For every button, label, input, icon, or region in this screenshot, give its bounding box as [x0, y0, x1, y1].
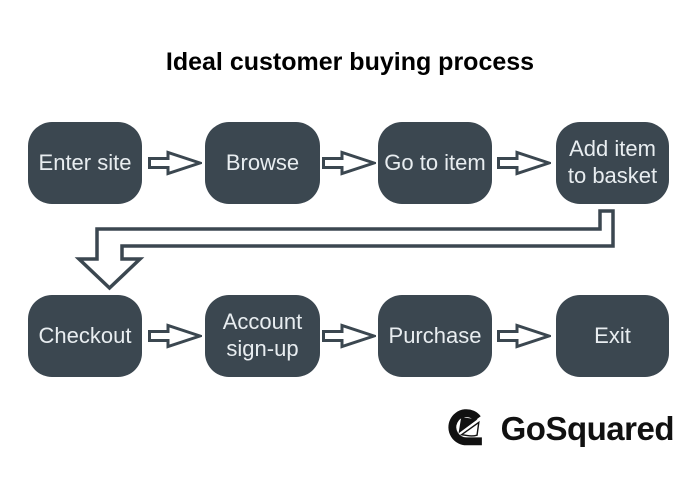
flow-step-label: Exit	[594, 322, 631, 348]
flow-step-label: Go to item	[384, 149, 486, 175]
flow-step-label: Browse	[225, 149, 300, 175]
flow-step-label: Purchase	[388, 322, 482, 348]
arrow-right-icon	[322, 150, 376, 176]
flow-step-label: Add item to basket	[567, 136, 658, 188]
gosquared-logo-text: GoSquared	[500, 410, 675, 447]
page-title: Ideal customer buying process	[165, 48, 535, 76]
arrow-right-icon	[497, 323, 551, 349]
flow-step-label: Account sign-up	[222, 309, 303, 361]
flow-step-go-to-item: Go to item	[378, 122, 492, 204]
flow-step-label: Checkout	[38, 322, 132, 348]
flow-step-label: Enter site	[38, 149, 132, 175]
gosquared-logo: GoSquared	[448, 406, 675, 452]
flow-step-add-item-to-basket: Add item to basket	[556, 122, 669, 204]
flow-step-account-sign-up: Account sign-up	[205, 295, 320, 377]
flow-step-purchase: Purchase	[378, 295, 492, 377]
flow-step-checkout: Checkout	[28, 295, 142, 377]
arrow-right-icon	[148, 150, 202, 176]
flow-step-enter-site: Enter site	[28, 122, 142, 204]
arrow-right-icon	[148, 323, 202, 349]
gosquared-g-icon	[448, 409, 482, 446]
flow-step-browse: Browse	[205, 122, 320, 204]
flow-step-exit: Exit	[556, 295, 669, 377]
arrow-right-icon	[322, 323, 376, 349]
arrow-right-icon	[497, 150, 551, 176]
wrap-down-arrow-icon	[74, 209, 615, 291]
